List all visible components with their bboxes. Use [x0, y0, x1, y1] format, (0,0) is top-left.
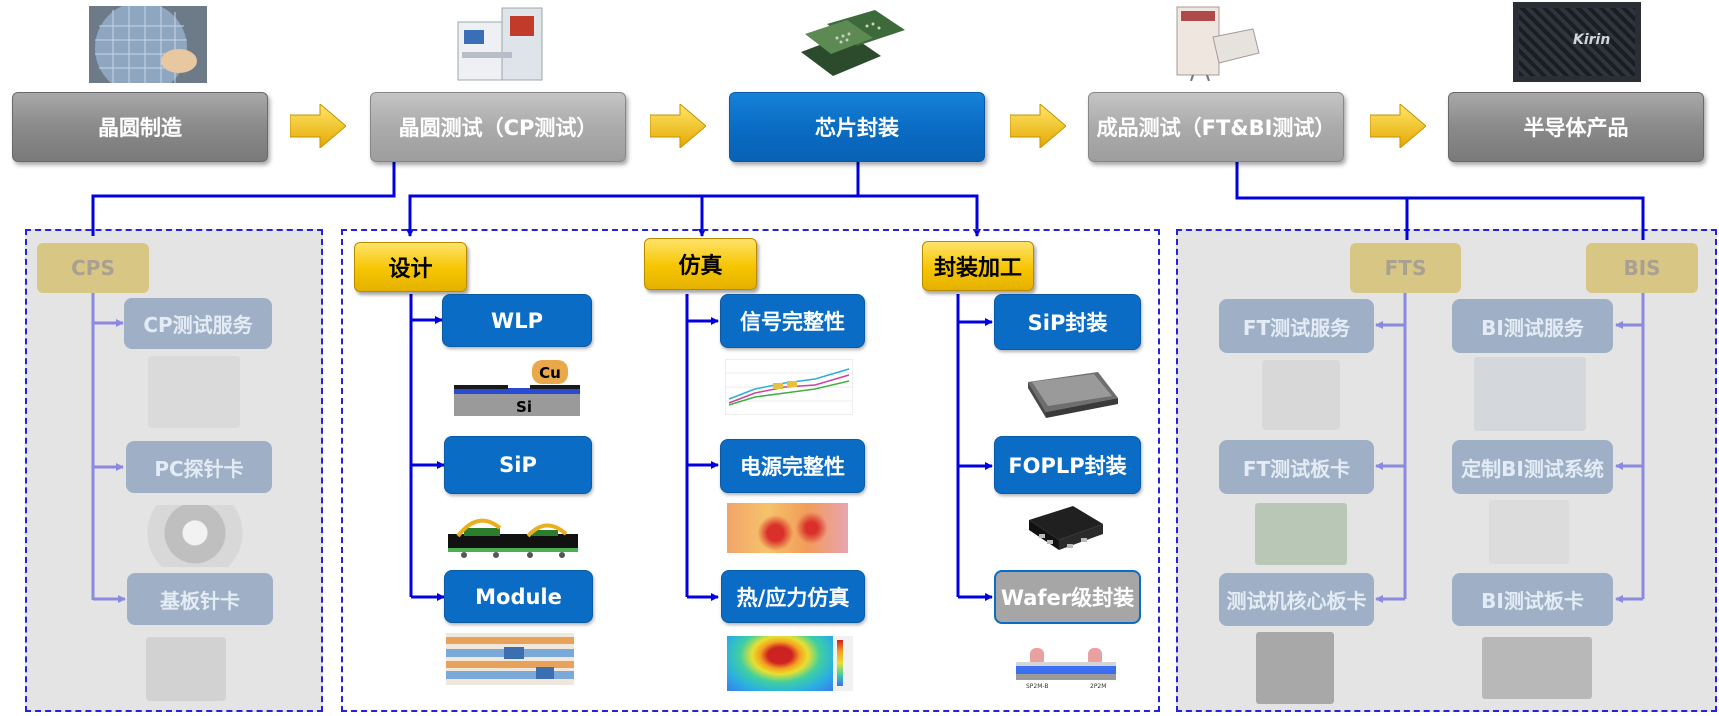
- ft-handler-faded-image: [1262, 360, 1340, 430]
- custom-bi-system-item[interactable]: 定制BI测试系统: [1452, 440, 1613, 494]
- design-header[interactable]: 设计: [354, 242, 467, 292]
- stage-wafer-manufacturing[interactable]: 晶圆制造: [12, 92, 268, 162]
- kirin-logo-text: Kirin: [1573, 32, 1611, 48]
- bi-system-faded-image: [1489, 500, 1569, 564]
- stage-wafer-test[interactable]: 晶圆测试（CP测试）: [370, 92, 626, 162]
- pc-probe-card-item[interactable]: PC探针卡: [126, 441, 272, 493]
- substrate-probe-card-item[interactable]: 基板针卡: [127, 573, 273, 625]
- power-integrity-item[interactable]: 电源完整性: [720, 439, 865, 493]
- wafer-level-package-image: SP2M-B 2P2M: [1016, 648, 1116, 690]
- wlp-diagram-image: Cu Si: [454, 360, 580, 416]
- core-board-faded-image: [1256, 632, 1334, 704]
- foplp-package-image: [1029, 506, 1103, 550]
- sip-package-image: [1028, 372, 1118, 418]
- flow-arrow-icon: [650, 104, 706, 148]
- foplp-packaging-item[interactable]: FOPLP封装: [994, 436, 1141, 494]
- wafer-level-packaging-item[interactable]: Wafer级封装: [994, 570, 1141, 624]
- packaging-process-header[interactable]: 封装加工: [922, 241, 1034, 291]
- power-integrity-map-image: [727, 503, 848, 553]
- stage-semiconductor-product[interactable]: 半导体产品: [1448, 92, 1704, 162]
- thermal-stress-sim-item[interactable]: 热/应力仿真: [721, 570, 865, 623]
- substrate-card-image: [146, 637, 226, 701]
- signal-integrity-plot-image: [725, 359, 853, 415]
- flow-arrow-icon: [1010, 104, 1066, 148]
- probe-card-image: [146, 505, 244, 567]
- stage-final-test[interactable]: 成品测试（FT&BI测试）: [1088, 92, 1344, 162]
- ft-test-service-item[interactable]: FT测试服务: [1219, 299, 1374, 353]
- tester-core-board-item[interactable]: 测试机核心板卡: [1219, 573, 1374, 626]
- fts-header[interactable]: FTS: [1350, 243, 1461, 293]
- bis-header[interactable]: BIS: [1586, 243, 1698, 293]
- bi-board-faded-image: [1482, 637, 1592, 699]
- bi-test-service-item[interactable]: BI测试服务: [1452, 299, 1613, 353]
- sip-packaging-item[interactable]: SiP封装: [994, 294, 1141, 350]
- wafer-pkg-label-left: SP2M-B: [1026, 683, 1049, 690]
- bi-lab-faded-image: [1474, 357, 1586, 431]
- sip-design-item[interactable]: SiP: [444, 436, 592, 494]
- simulation-header[interactable]: 仿真: [644, 238, 757, 290]
- cp-prober-image: [148, 356, 240, 428]
- wafer-pkg-label-right: 2P2M: [1090, 683, 1106, 690]
- module-item[interactable]: Module: [444, 570, 593, 623]
- cp-tester-image: [457, 7, 543, 81]
- wafer-image: [89, 6, 207, 83]
- wlp-item[interactable]: WLP: [442, 294, 592, 347]
- thermal-sim-map-image: [727, 636, 853, 691]
- sip-cross-section-image: [448, 518, 578, 558]
- flow-arrow-icon: [1370, 104, 1426, 148]
- chips-image: [801, 10, 905, 76]
- bi-test-board-item[interactable]: BI测试板卡: [1452, 573, 1613, 626]
- wlp-si-label: Si: [516, 398, 532, 416]
- ft-test-board-item[interactable]: FT测试板卡: [1219, 440, 1374, 494]
- flow-arrow-icon: [290, 104, 346, 148]
- wlp-cu-label: Cu: [539, 364, 561, 382]
- packaging-services-panel: [341, 229, 1160, 712]
- ft-board-faded-image: [1255, 503, 1347, 565]
- signal-integrity-item[interactable]: 信号完整性: [720, 294, 865, 348]
- cp-test-service-item[interactable]: CP测试服务: [124, 298, 272, 349]
- cps-header[interactable]: CPS: [37, 243, 149, 293]
- kirin-chip-image: Kirin: [1513, 2, 1641, 82]
- module-stackup-image: [446, 633, 574, 685]
- ft-handler-image: [1176, 6, 1260, 81]
- stage-chip-packaging[interactable]: 芯片封装: [729, 92, 985, 162]
